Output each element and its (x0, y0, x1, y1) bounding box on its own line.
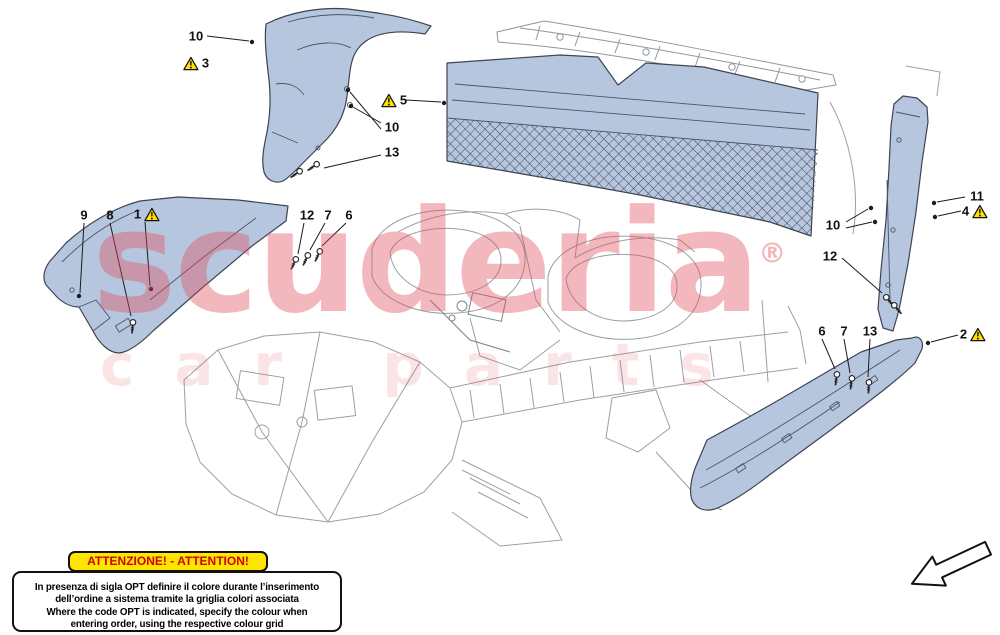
warning-triangle-icon (381, 93, 397, 107)
warning-triangle-icon (144, 207, 160, 221)
callout-number: 8 (106, 207, 114, 223)
leader-lines (79, 35, 966, 378)
luggage-mat-mesh (447, 118, 818, 236)
direction-arrow-icon (910, 540, 993, 587)
callout-number: 12 (299, 207, 315, 223)
left-sill-trim (43, 196, 289, 354)
callout-number: 6 (818, 323, 826, 339)
callout-number: 10 (188, 28, 204, 44)
callout-1[interactable]: 1 (134, 207, 160, 222)
callout-12-left[interactable]: 12 (300, 208, 314, 223)
right-pillar-trim (877, 95, 929, 332)
callout-number: 5 (399, 92, 408, 108)
callout-11[interactable]: 11 (970, 189, 984, 204)
callout-number: 2 (959, 326, 968, 342)
callout-8[interactable]: 8 (106, 208, 113, 223)
callout-3[interactable]: 3 (183, 56, 209, 71)
callout-number: 11 (970, 188, 984, 204)
callout-10-pillar[interactable]: 10 (385, 120, 399, 135)
callout-10-right[interactable]: 10 (826, 218, 840, 233)
callout-13-right[interactable]: 13 (863, 324, 877, 339)
callout-number: 7 (324, 207, 332, 223)
rear-shelf-strip (496, 20, 837, 92)
callout-number: 3 (201, 55, 210, 71)
attention-body: In presenza di sigla OPT definire il col… (12, 571, 342, 632)
callout-number: 1 (133, 206, 142, 222)
callout-number: 7 (840, 323, 848, 339)
callout-number: 13 (384, 144, 400, 160)
warning-triangle-icon (183, 56, 199, 70)
callout-7-right[interactable]: 7 (840, 324, 847, 339)
warning-triangle-icon (970, 327, 986, 341)
callout-6-left[interactable]: 6 (345, 208, 352, 223)
callout-number: 10 (384, 119, 400, 135)
attention-title: ATTENZIONE! - ATTENTION! (68, 551, 268, 572)
callout-number: 13 (862, 323, 878, 339)
trim-parts (43, 7, 929, 511)
chassis-and-seats-wireframe (183, 65, 941, 547)
attention-line-it-1: In presenza di sigla OPT definire il col… (34, 582, 320, 593)
callout-9[interactable]: 9 (80, 208, 87, 223)
attention-line-en-2: entering order, using the respective col… (70, 619, 284, 631)
callout-10-quarter-trim[interactable]: 10 (189, 29, 203, 44)
callout-number: 9 (80, 207, 88, 223)
callout-12-right[interactable]: 12 (823, 249, 837, 264)
callout-number: 4 (961, 203, 970, 219)
leader-dots (76, 39, 938, 346)
callout-number: 6 (345, 207, 353, 223)
callout-7-left[interactable]: 7 (324, 208, 331, 223)
callout-4[interactable]: 4 (962, 204, 988, 219)
callout-5[interactable]: 5 (381, 93, 407, 108)
attention-box: ATTENZIONE! - ATTENTION! In presenza di … (12, 551, 342, 632)
callout-6-right[interactable]: 6 (818, 324, 825, 339)
callout-13-left[interactable]: 13 (385, 145, 399, 160)
quarter-trim-panel (262, 7, 432, 183)
callout-2[interactable]: 2 (960, 327, 986, 342)
attention-line-en-1: Where the code OPT is indicated, specify… (46, 606, 308, 618)
warning-triangle-icon (972, 204, 988, 218)
attention-line-it-2: dell’ordine a sistema tramite la griglia… (55, 594, 299, 606)
callout-number: 12 (822, 248, 838, 264)
callout-number: 10 (825, 217, 841, 233)
right-sill-trim (690, 336, 924, 511)
